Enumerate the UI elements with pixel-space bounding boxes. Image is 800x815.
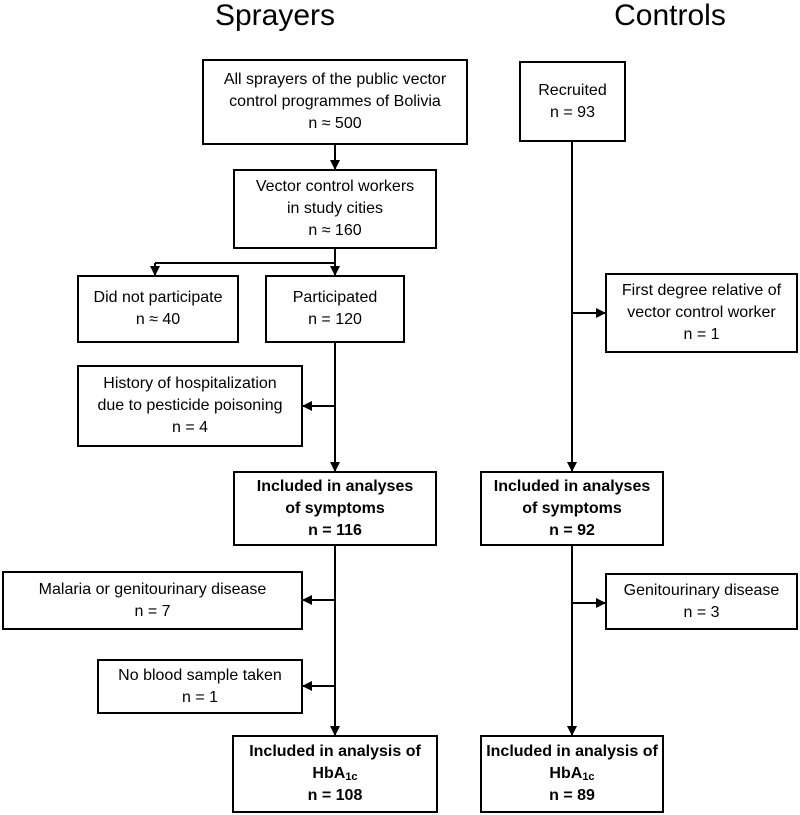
- hba1c-text: HbA: [549, 765, 583, 782]
- box-participated-line1: Participated: [292, 289, 378, 306]
- box-all-sprayers: All sprayers of the public vector contro…: [202, 59, 468, 145]
- box-sprayers-hba1c-line1: Included in analysis of: [249, 743, 421, 760]
- box-hospitalization-line2: due to pesticide poisoning: [97, 397, 283, 414]
- box-controls-hba1c-n: n = 89: [549, 787, 595, 804]
- box-did-not-participate-n: n ≈ 40: [135, 311, 181, 328]
- box-hospitalization-n: n = 4: [171, 419, 209, 436]
- hba1c-subscript: 1c: [582, 771, 595, 783]
- box-all-sprayers-line2: control programmes of Bolivia: [229, 93, 441, 110]
- box-participated-n: n = 120: [308, 311, 362, 328]
- box-did-not-participate: Did not participate n ≈ 40: [77, 275, 239, 343]
- box-sprayers-hba1c-n: n = 108: [307, 787, 363, 804]
- box-sprayers-symptoms-line1: Included in analyses: [256, 477, 414, 495]
- box-relative-line2: vector control worker: [627, 304, 776, 321]
- box-all-sprayers-n: n ≈ 500: [308, 115, 362, 132]
- box-no-blood: No blood sample taken n = 1: [97, 659, 303, 714]
- box-controls-symptoms: Included in analyses of symptoms n = 92: [480, 471, 664, 546]
- hba1c-subscript: 1c: [345, 771, 358, 783]
- box-no-blood-n: n = 1: [181, 688, 219, 706]
- box-recruited-n: n = 93: [550, 103, 595, 121]
- box-relative-n: n = 1: [683, 326, 720, 343]
- box-malaria-n: n = 7: [134, 602, 171, 620]
- box-study-cities: Vector control workers in study cities n…: [233, 169, 437, 249]
- box-study-cities-line1: Vector control workers: [255, 178, 415, 195]
- box-relative: First degree relative of vector control …: [605, 273, 798, 353]
- box-sprayers-symptoms-line2: of symptoms: [285, 499, 385, 517]
- box-recruited: Recruited n = 93: [519, 61, 626, 142]
- box-did-not-participate-line1: Did not participate: [93, 289, 223, 306]
- sprayers-heading: Sprayers: [214, 0, 336, 32]
- box-no-blood-line1: No blood sample taken: [118, 666, 282, 684]
- box-participated: Participated n = 120: [265, 275, 405, 343]
- box-controls-symptoms-line1: Included in analyses: [493, 477, 651, 495]
- box-study-cities-line2: in study cities: [286, 200, 384, 217]
- controls-heading: Controls: [614, 0, 726, 32]
- box-relative-line1: First degree relative of: [621, 282, 782, 299]
- box-recruited-line1: Recruited: [538, 81, 607, 99]
- box-controls-hba1c: Included in analysis of HbA1c n = 89: [480, 735, 664, 813]
- box-controls-symptoms-n: n = 92: [549, 521, 595, 539]
- box-all-sprayers-line1: All sprayers of the public vector: [223, 71, 447, 88]
- box-hospitalization-line1: History of hospitalization: [103, 375, 277, 392]
- box-malaria-line1: Malaria or genitourinary disease: [38, 580, 267, 598]
- box-malaria: Malaria or genitourinary disease n = 7: [2, 571, 303, 630]
- box-controls-symptoms-line2: of symptoms: [522, 499, 622, 517]
- box-genitourinary: Genitourinary disease n = 3: [605, 573, 798, 630]
- hba1c-text: HbA: [312, 765, 346, 782]
- box-sprayers-symptoms: Included in analyses of symptoms n = 116: [233, 471, 437, 546]
- box-controls-hba1c-line1: Included in analysis of: [486, 743, 658, 760]
- box-hospitalization: History of hospitalization due to pestic…: [77, 365, 303, 447]
- box-sprayers-hba1c: Included in analysis of HbA1c n = 108: [232, 735, 438, 813]
- box-sprayers-symptoms-n: n = 116: [308, 521, 362, 539]
- box-controls-hba1c-line2: HbA1c: [549, 763, 594, 785]
- box-sprayers-hba1c-line2: HbA1c: [312, 763, 357, 785]
- box-study-cities-n: n ≈ 160: [308, 222, 362, 239]
- box-genitourinary-line1: Genitourinary disease: [623, 581, 780, 599]
- box-genitourinary-n: n = 3: [683, 603, 720, 621]
